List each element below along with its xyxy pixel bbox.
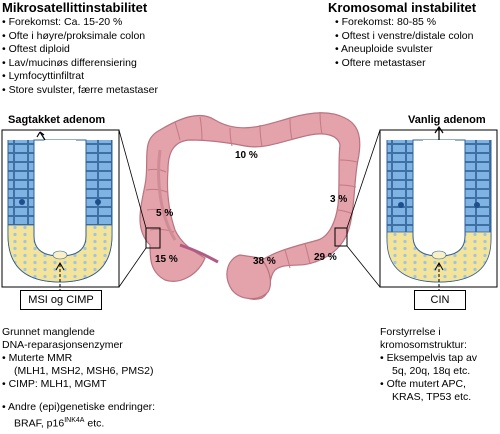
left-bullets: • Forekomst: Ca. 15-20 % • Ofte i høyre/…: [2, 16, 158, 98]
right-bottom-line: • Eksempelvis tap av: [380, 352, 478, 364]
pct-rectum: 38 %: [253, 256, 276, 267]
left-bullet: • Forekomst: Ca. 15-20 %: [2, 16, 123, 28]
left-crypt: [7, 131, 113, 290]
pct-cecum: 15 %: [155, 254, 178, 265]
right-bottom-line: KRAS, TP53 etc.: [392, 391, 472, 403]
pct-transverse: 10 %: [235, 150, 258, 161]
etc-text: etc.: [84, 417, 105, 430]
right-bullet: • Oftere metastaser: [335, 56, 426, 69]
left-adenoma-label: Sagtakket adenom: [8, 114, 106, 126]
ink4a-sup: INK4A: [64, 417, 85, 424]
left-bullet: • Oftest diploid: [2, 43, 70, 56]
right-bullets: • Forekomst: 80-85 % • Oftest i venstre/…: [335, 16, 474, 70]
left-bottom-line: • CIMP: MLH1, MGMT: [2, 378, 107, 390]
right-bottom-line: • Ofte mutert APC,: [380, 378, 466, 390]
left-title: Mikrosatellittinstabilitet: [2, 0, 148, 15]
appendix: [179, 243, 219, 264]
left-bottom-line-braf: BRAF, p16INK4A etc.: [2, 414, 155, 431]
colon: [139, 111, 361, 300]
right-bullet: • Aneuploide svulster: [335, 43, 433, 56]
msi-cimp-box: MSI og CIMP: [20, 290, 102, 310]
right-bullet: • Oftest i venstre/distale colon: [335, 29, 474, 42]
right-bottom-line: Forstyrrelse i: [380, 326, 441, 338]
right-adenoma-label: Vanlig adenom: [408, 114, 486, 126]
pct-ascending-upper: 5 %: [156, 208, 174, 219]
left-bullet: • Lav/mucinøs differensiering: [2, 56, 137, 69]
left-bullet: • Ofte i høyre/proksimale colon: [2, 29, 146, 42]
right-sample-marker: [334, 227, 348, 247]
left-bottom-line: Grunnet manglende: [2, 326, 95, 338]
rectum: [226, 254, 272, 300]
left-sample-marker: [145, 227, 161, 249]
right-crypt: [386, 125, 492, 290]
right-bottom-text: Forstyrrelse i kromosomstruktur: • Eksem…: [380, 326, 477, 404]
cin-box: CIN: [414, 290, 466, 310]
left-bottom-line: DNA-reparasjonsenzymer: [2, 339, 123, 351]
left-bullet: • Store svulster, færre metastaser: [2, 83, 158, 96]
braf-text: BRAF, p16: [14, 417, 65, 430]
right-bottom-line: kromosomstruktur:: [380, 339, 467, 351]
left-bottom-line: • Andre (epi)genetiske endringer:: [2, 401, 156, 413]
left-bottom-text: Grunnet manglende DNA-reparasjonsenzymer…: [2, 326, 155, 431]
right-bullet: • Forekomst: 80-85 %: [335, 16, 437, 28]
pct-sigmoid: 29 %: [314, 252, 337, 263]
right-bottom-line: 5q, 20q, 18q etc.: [392, 365, 471, 377]
right-title: Kromosomal instabilitet: [328, 0, 477, 15]
left-bottom-line: (MLH1, MSH2, MSH6, PMS2): [14, 365, 154, 377]
pct-descending: 3 %: [330, 194, 348, 205]
left-bottom-line: • Muterte MMR: [2, 352, 73, 364]
left-bullet: • Lymfocyttinfiltrat: [2, 70, 85, 83]
